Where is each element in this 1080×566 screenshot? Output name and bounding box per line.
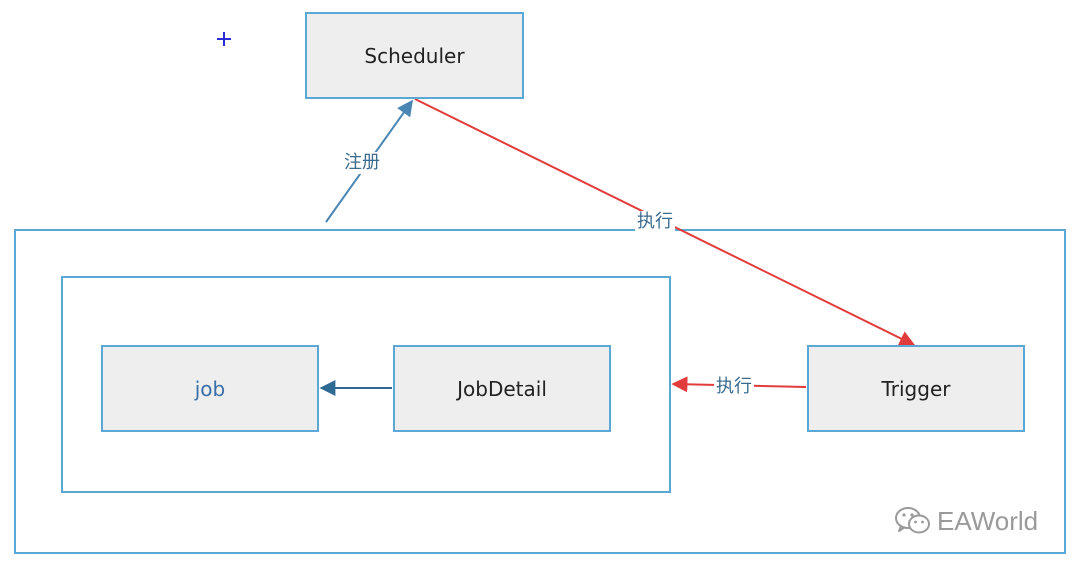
watermark-text: EAWorld: [937, 505, 1039, 536]
execute-edge-label-right: 执行: [714, 376, 754, 398]
trigger-node: Trigger: [807, 345, 1025, 432]
crosshair-icon: [217, 32, 231, 46]
jobdetail-node: JobDetail: [393, 345, 611, 432]
watermark: EAWorld: [893, 505, 1038, 537]
register-edge-label: 注册: [342, 152, 382, 174]
inner-container-frame: [61, 276, 671, 493]
job-node: job: [101, 345, 319, 432]
wechat-icon: [895, 507, 930, 534]
execute-edge-label-top: 执行: [635, 211, 675, 233]
scheduler-node: Scheduler: [305, 12, 524, 99]
